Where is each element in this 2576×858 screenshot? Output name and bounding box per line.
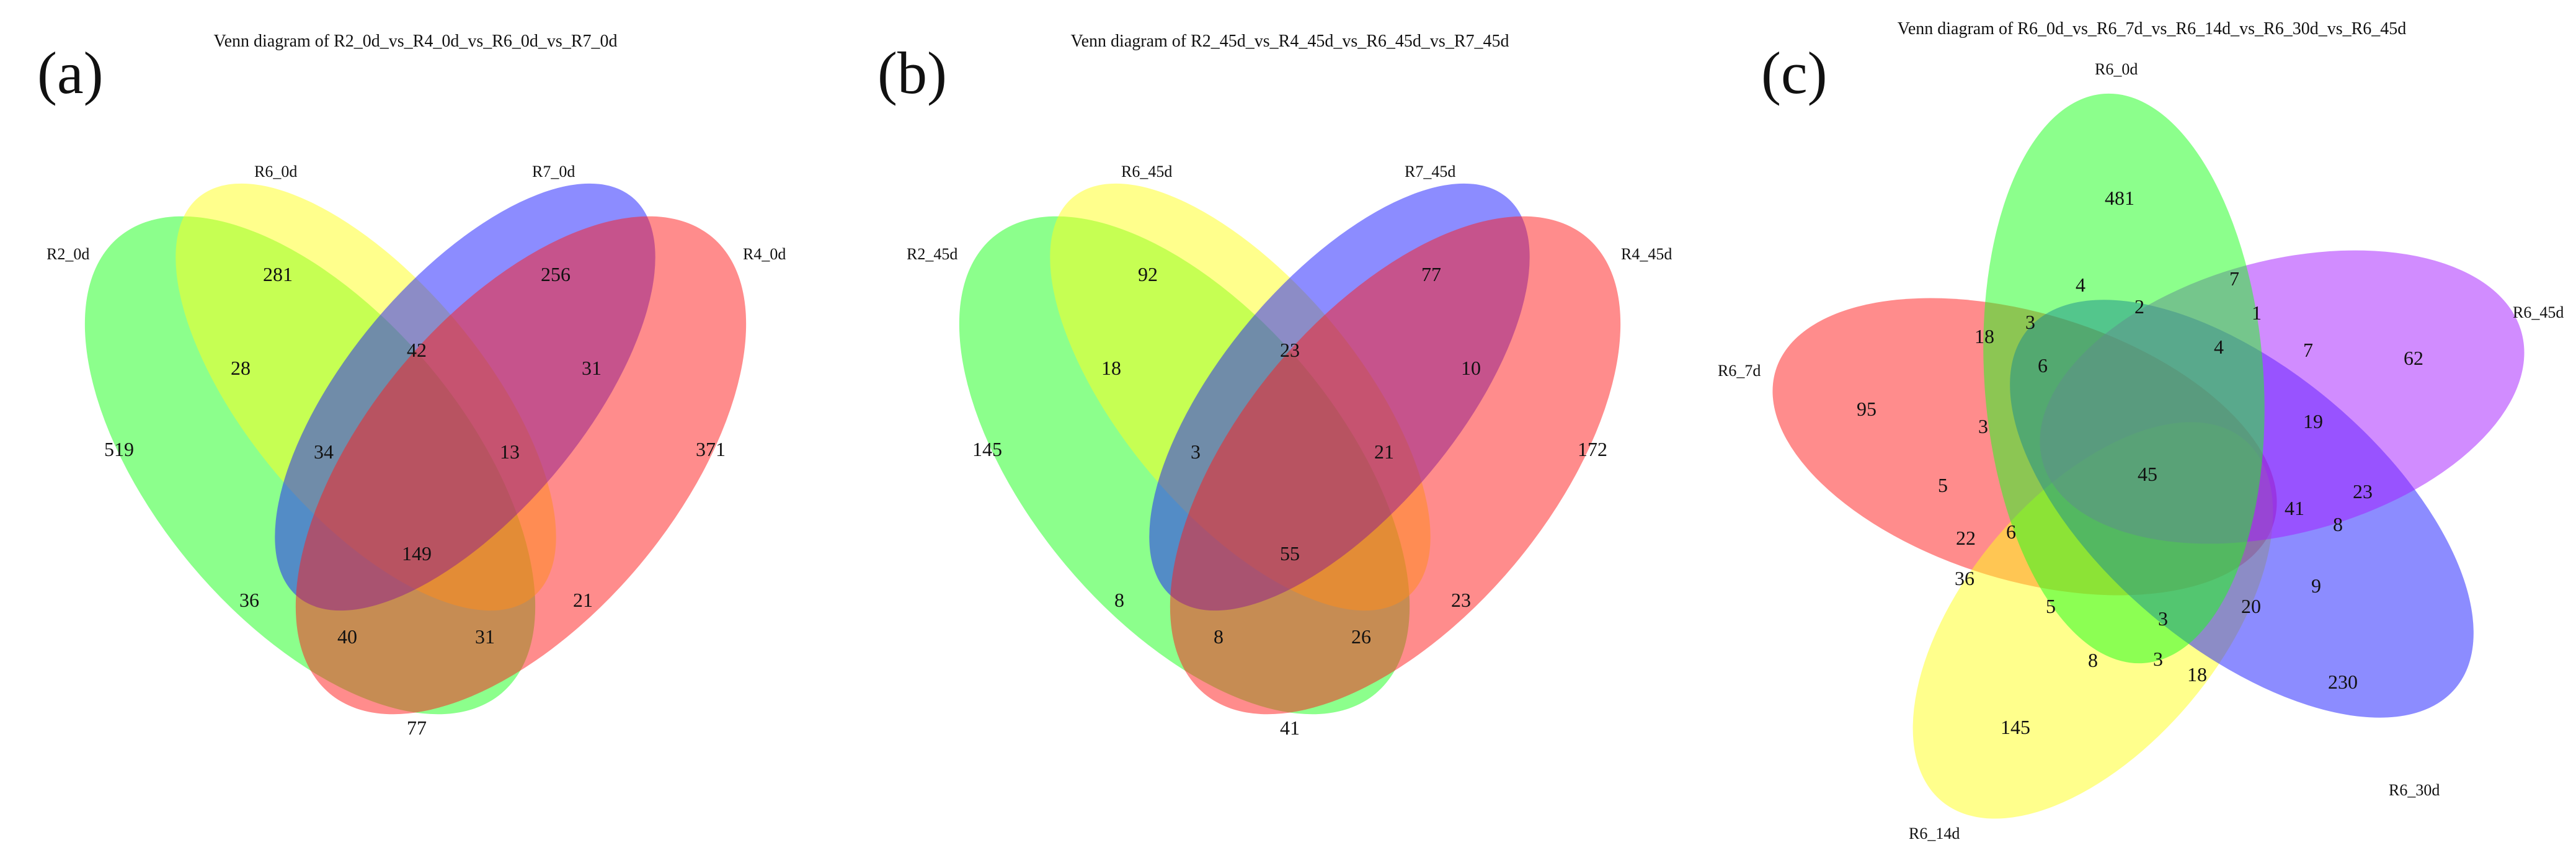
panel-letter-a: (a) [37,40,104,106]
region-count: 77 [1421,263,1441,285]
region-count: 8 [2333,513,2343,535]
region-count: 145 [972,438,1002,460]
set-label-r4-0d: R4_0d [743,245,786,263]
set-label-r6-0d: R6_0d [254,163,297,181]
region-count: 31 [582,357,602,379]
region-count: 281 [263,263,293,285]
set-label-r6-45d: R6_45d [1121,163,1172,181]
region-count: 149 [402,542,432,565]
region-count: 18 [1974,325,1994,347]
region-count: 20 [2241,595,2261,617]
region-count: 3 [2158,607,2168,630]
region-count: 145 [2001,716,2030,738]
region-count: 41 [2285,497,2304,519]
set-label-r6-7d: R6_7d [1718,362,1761,380]
region-count: 18 [1101,357,1121,379]
region-count: 13 [500,440,520,463]
region-counts-b: 145 92 77 172 18 23 10 3 21 55 8 23 8 26… [972,263,1607,739]
set-label-r7-45d: R7_45d [1405,163,1455,181]
set-label-r2-45d: R2_45d [907,245,957,263]
region-count: 8 [1114,589,1124,611]
region-count: 9 [2311,574,2321,597]
region-count: 5 [2046,595,2056,617]
region-count: 256 [541,263,571,285]
region-count: 3 [2025,311,2035,333]
set-label-r6-0d: R6_0d [2095,60,2138,78]
region-count: 7 [2303,339,2313,361]
region-count: 21 [573,589,593,611]
region-count: 8 [1214,625,1224,648]
region-count: 3 [1191,440,1201,463]
region-counts-a: 519 281 256 371 28 42 31 34 13 149 36 21… [104,263,726,739]
region-count: 23 [1280,339,1300,361]
region-count: 62 [2404,347,2423,369]
region-count: 18 [2187,663,2207,686]
region-count: 34 [314,440,334,463]
region-count: 10 [1461,357,1481,379]
region-count: 77 [407,717,427,739]
region-count: 6 [2038,354,2048,377]
region-count: 40 [337,625,357,648]
region-count: 3 [1978,415,1988,437]
region-count: 8 [2088,649,2098,671]
venn-panel-a: (a) Venn diagram of R2_0d_vs_R4_0d_vs_R6… [37,32,786,739]
venn-panel-b: (b) Venn diagram of R2_45d_vs_R4_45d_vs_… [877,32,1672,739]
region-count: 31 [475,625,495,648]
region-count: 42 [407,339,427,361]
region-count: 23 [2353,480,2373,503]
region-count: 36 [239,589,259,611]
region-count: 36 [1955,567,1974,589]
region-count: 21 [1374,440,1394,463]
region-count: 26 [1351,625,1371,648]
panel-title-a: Venn diagram of R2_0d_vs_R4_0d_vs_R6_0d_… [214,32,618,51]
venn-set-r6-0d [1983,93,2265,664]
set-label-r7-0d: R7_0d [532,163,575,181]
venn-set-r4-45d [1170,216,1621,715]
region-count: 7 [2229,267,2239,290]
panel-letter-c: (c) [1761,40,1828,106]
region-count: 23 [1451,589,1471,611]
panel-letter-b: (b) [877,40,947,106]
venn-set-r4-0d [295,216,747,715]
region-count: 95 [1857,398,1876,420]
region-count: 2 [2134,295,2144,318]
region-count: 230 [2328,671,2358,693]
set-label-r6-45d: R6_45d [2513,303,2564,321]
region-count: 519 [104,438,134,460]
region-count: 1 [2252,302,2262,324]
panel-title-c: Venn diagram of R6_0d_vs_R6_7d_vs_R6_14d… [1898,19,2407,38]
panel-title-b: Venn diagram of R2_45d_vs_R4_45d_vs_R6_4… [1071,32,1509,51]
region-count: 19 [2303,410,2323,432]
set-label-r6-14d: R6_14d [1909,824,1960,842]
region-count: 55 [1280,542,1300,565]
set-label-r2-0d: R2_0d [47,245,89,263]
region-count: 5 [1938,474,1948,496]
region-count: 172 [1578,438,1607,460]
region-count: 45 [2138,463,2157,485]
region-count: 6 [2006,521,2016,543]
region-count: 28 [231,357,251,379]
region-count: 3 [2153,648,2163,670]
venn-panel-c: (c) Venn diagram of R6_0d_vs_R6_7d_vs_R6… [1718,19,2564,842]
region-counts-c: 481 62 230 145 95 7 1 7 4 2 3 18 6 4 19 … [1857,187,2423,738]
region-count: 4 [2076,274,2085,296]
region-count: 4 [2214,336,2224,358]
region-count: 92 [1138,263,1158,285]
region-count: 481 [2105,187,2134,209]
set-label-r4-45d: R4_45d [1621,245,1672,263]
region-count: 41 [1280,717,1300,739]
set-label-r6-30d: R6_30d [2389,781,2440,799]
region-count: 22 [1956,527,1976,549]
region-count: 371 [696,438,726,460]
